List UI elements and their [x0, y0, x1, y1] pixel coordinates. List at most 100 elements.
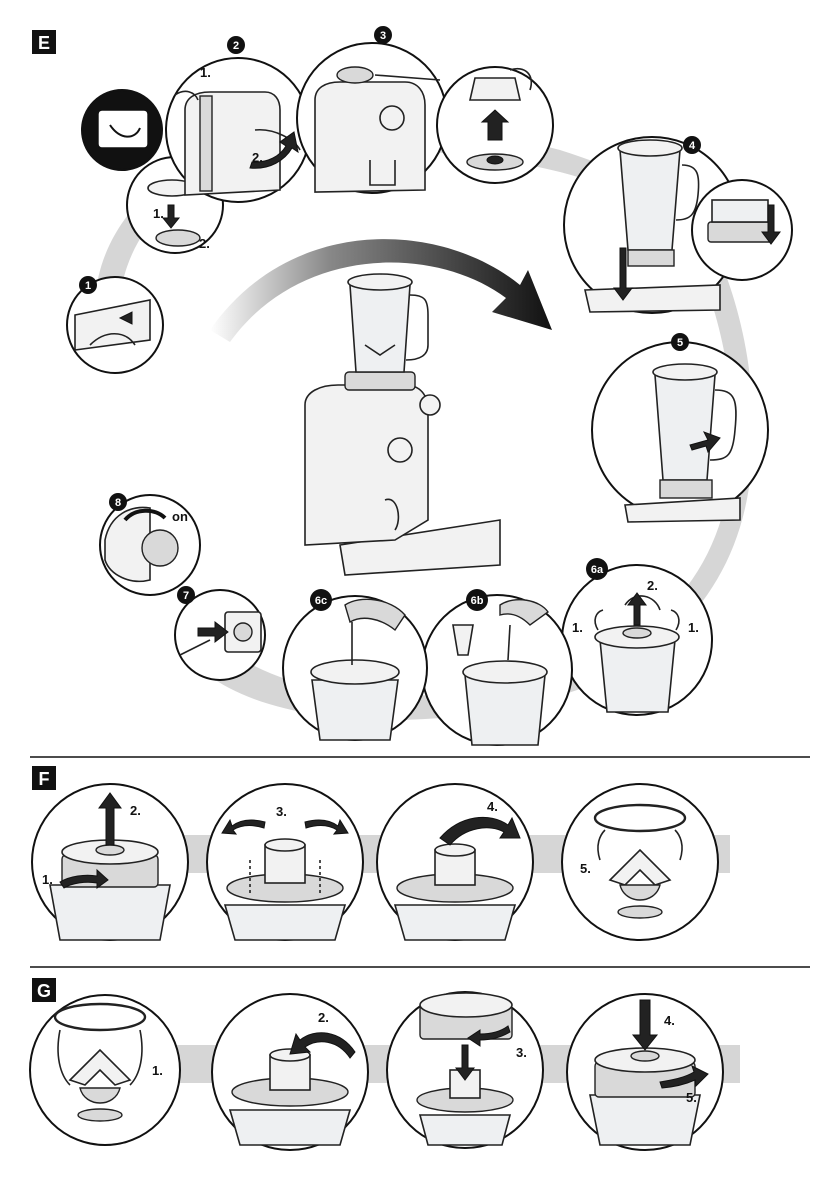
step-5-housing — [624, 497, 741, 523]
cap-hand — [509, 68, 532, 91]
g4-press-arrow — [631, 999, 659, 1051]
step-2-badge-text: 2 — [233, 40, 239, 52]
plug-arrow — [197, 620, 229, 644]
step-4: 4 — [563, 136, 741, 314]
step-2-label-2: 2. — [252, 150, 263, 165]
step-6b: 6b — [421, 589, 573, 746]
step-6a-turn-left — [594, 609, 604, 631]
step-tool-inset — [81, 89, 163, 171]
seal-label-2: 2. — [199, 236, 210, 251]
step-8-badge-text: 8 — [115, 497, 121, 509]
mixer-detail — [384, 498, 400, 531]
tool-inset-part — [97, 109, 149, 149]
tool-inset-arrow — [109, 124, 141, 138]
section-e-marker — [32, 30, 56, 54]
g2-arrow — [289, 1032, 356, 1059]
g1-arrow-left — [57, 1029, 71, 1086]
step-4-lid — [617, 139, 683, 157]
step-6c-opening — [310, 659, 400, 685]
step-8: on 8 — [99, 493, 201, 596]
f2-thread — [264, 844, 306, 884]
g4-jar — [589, 1094, 701, 1146]
step-4-badge-text: 4 — [689, 140, 696, 152]
step-3-detail — [369, 160, 396, 186]
direction-arrow — [210, 239, 552, 342]
f4-label-5: 5. — [580, 861, 591, 876]
step-4-arrow — [613, 247, 633, 301]
step-6c: 6c — [282, 589, 428, 741]
jar-lid — [347, 273, 413, 291]
g2-label-2: 2. — [318, 1010, 329, 1025]
g-panel-2: 2. — [211, 993, 369, 1151]
g4-hub — [630, 1050, 660, 1062]
seal-arrow — [161, 204, 181, 229]
g4-label-5: 5. — [686, 1090, 697, 1105]
f2-label-3: 3. — [276, 804, 287, 819]
step-6c-bottle — [344, 598, 406, 632]
detail-jar-base — [711, 199, 769, 223]
step-6a-label-1-right: 1. — [688, 620, 699, 635]
step-5-coupling — [659, 479, 713, 499]
step-2-panel — [199, 95, 213, 192]
g-panel-3: 3. — [386, 991, 544, 1149]
step-6a-hand — [624, 595, 661, 611]
g1-seal-ring — [53, 1002, 147, 1032]
detail-down-arrow — [761, 204, 781, 245]
step-6b-scoop — [499, 598, 549, 626]
f4-foot — [617, 905, 663, 919]
step-5-badge — [671, 333, 689, 351]
step-2-badge — [227, 36, 245, 54]
section-f-letter: F — [39, 769, 50, 789]
step-6a-lift-arrow — [627, 592, 647, 626]
g1-blades — [68, 1048, 132, 1086]
section-g: G 1. 2. — [29, 978, 740, 1151]
f4-seal-ring — [593, 803, 687, 833]
g3-label-3: 3. — [516, 1045, 527, 1060]
g-panel-4: 4. 5. — [566, 993, 724, 1151]
g3-turn-arrow — [467, 1025, 511, 1047]
f2-jar — [223, 904, 347, 941]
step-3: 3 — [296, 26, 448, 194]
step-4-badge — [683, 136, 701, 154]
blender-jar — [349, 284, 411, 373]
jar-coupling — [344, 371, 416, 391]
step-4-coupling — [627, 249, 675, 267]
step-3-badge-text: 3 — [380, 30, 386, 42]
f3-jar — [393, 904, 517, 941]
step-5: 5 — [591, 333, 769, 523]
step-6a-label-1-left: 1. — [572, 620, 583, 635]
step-1-badge — [79, 276, 97, 294]
f2-arrow-right — [304, 818, 349, 835]
step-5-lid — [652, 363, 718, 381]
step-6b-opening — [462, 660, 548, 684]
step-2-arrow — [249, 131, 299, 169]
f-panel-1: 2. 1. — [31, 783, 189, 941]
step-2: 1. 2. 2 — [165, 36, 311, 203]
g1-foot — [77, 1108, 123, 1122]
f3-nut — [434, 843, 476, 857]
power-cord — [179, 639, 211, 656]
f1-label-2: 2. — [130, 803, 141, 818]
step-8-label-on: on — [172, 509, 188, 524]
step-3-detail-inset — [436, 66, 554, 184]
f2-arrow-left — [221, 818, 266, 835]
section-e: E 1 — [32, 26, 793, 746]
g1-label-1: 1. — [152, 1063, 163, 1078]
jar-blades — [364, 344, 396, 356]
step-7-badge-text: 7 — [183, 590, 189, 602]
f4-arrow-right — [674, 829, 683, 861]
step-1-badge-text: 1 — [85, 280, 91, 292]
step-2-label-1: 1. — [200, 65, 211, 80]
step-1-arrow — [118, 311, 133, 325]
f1-turn-arrow — [59, 868, 109, 889]
step-3-leader — [374, 74, 441, 81]
step-3-socket — [379, 105, 405, 131]
f3-label-4: 4. — [487, 799, 498, 814]
appliance-main — [304, 273, 501, 576]
drive-cap — [419, 394, 441, 416]
step-2-hand — [174, 90, 199, 101]
step-6b-cap — [452, 624, 474, 656]
step-6b-jar — [464, 674, 546, 746]
step-6c-badge-text: 6c — [315, 595, 327, 607]
step-6b-badge — [466, 589, 488, 611]
